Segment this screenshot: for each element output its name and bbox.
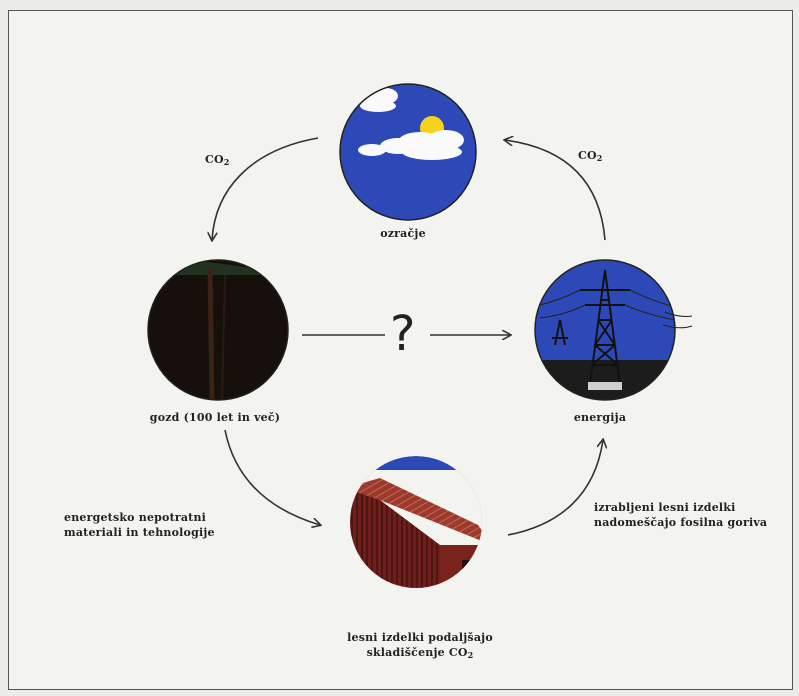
bottom-left-label: energetsko nepotratni materiali in tehno… (64, 511, 215, 539)
atmosphere-icon (340, 84, 476, 220)
power-line-icon (662, 311, 693, 329)
arrow-products-to-energy (507, 440, 603, 536)
co2-label-right: CO2 (578, 149, 603, 163)
products-label-line2: skladiščenje CO2 (366, 646, 474, 660)
forest-label: gozd (100 let in več) (149, 411, 281, 424)
cloud-icon (358, 88, 398, 112)
question-mark: ? (390, 306, 416, 362)
products-label-line1: lesni izdelki podaljšajo (347, 631, 493, 644)
house-icon (350, 456, 482, 588)
power-pylon-icon (535, 260, 675, 400)
arrow-energy-to-atmosphere (505, 140, 606, 241)
products-label: lesni izdelki podaljšajo skladiščenje CO… (347, 630, 493, 663)
energy-label: energija (573, 411, 627, 424)
co2-label-left: CO2 (205, 153, 230, 167)
arrow-forest-to-products (224, 429, 320, 525)
bottom-right-label: izrabljeni lesni izdelki nadomeščajo fos… (594, 501, 768, 529)
cloud-icon (358, 130, 464, 160)
arrow-atmosphere-to-forest (212, 137, 319, 240)
atmosphere-label: ozračje (380, 227, 426, 240)
